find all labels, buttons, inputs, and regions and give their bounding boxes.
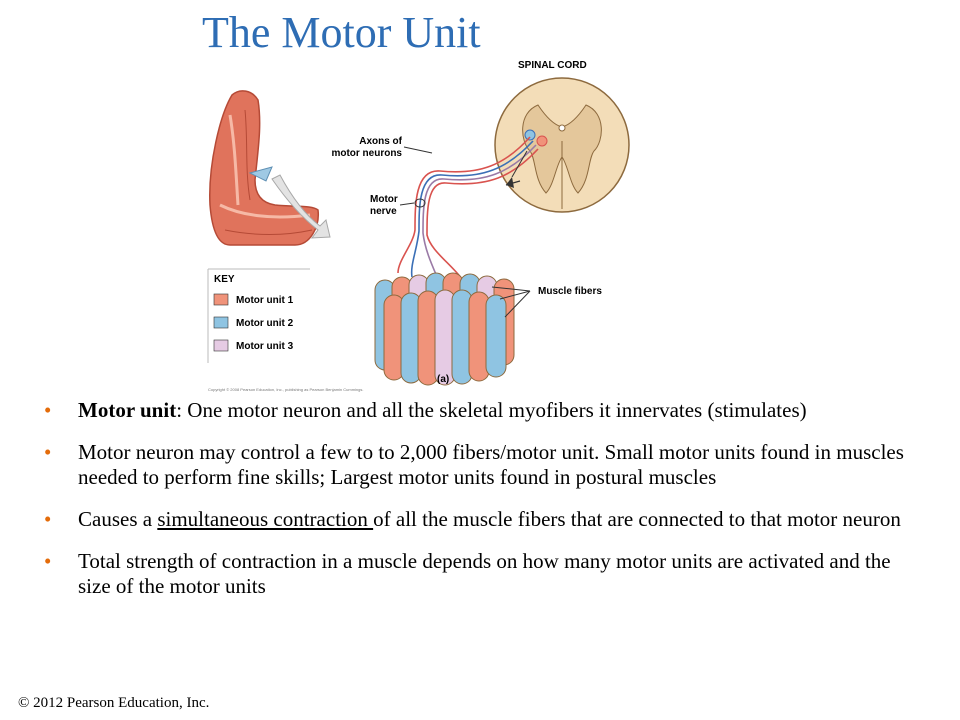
- axons-label-line2: motor neurons: [331, 148, 402, 159]
- spinal-cord-illustration: SPINAL CORD: [494, 60, 630, 213]
- key-title: KEY: [214, 274, 235, 285]
- bullet-simultaneous-contraction: Causes a simultaneous contraction of all…: [44, 507, 924, 532]
- nerve-label-line1: Motor: [370, 194, 398, 205]
- figure-key: KEY Motor unit 1 Motor unit 2 Motor unit…: [207, 268, 310, 363]
- key-label-motor-unit-2: Motor unit 2: [236, 318, 294, 329]
- arm-illustration: [209, 90, 331, 246]
- panel-label: (a): [437, 374, 449, 385]
- underlined-phrase: simultaneous contraction: [157, 507, 374, 531]
- axons-label-line1: Axons of: [359, 136, 402, 147]
- motor-unit-definition: : One motor neuron and all the skeletal …: [176, 398, 807, 422]
- spinal-cord-label: SPINAL CORD: [518, 60, 587, 71]
- copyright-footer: © 2012 Pearson Education, Inc.: [18, 695, 210, 711]
- nerve-label-line2: nerve: [370, 206, 397, 217]
- motor-unit-term: Motor unit: [78, 398, 177, 422]
- bullet-fiber-count: Motor neuron may control a few to to 2,0…: [44, 440, 924, 490]
- bullet-text-after: of all the muscle fibers that are connec…: [373, 507, 901, 531]
- key-label-motor-unit-1: Motor unit 1: [236, 295, 294, 306]
- motor-unit-figure: SPINAL CORD: [200, 55, 640, 395]
- motor-unit-illustration: SPINAL CORD: [207, 60, 630, 392]
- slide-title: The Motor Unit: [202, 8, 481, 57]
- motor-nerve-bundle: [397, 136, 539, 280]
- bullet-total-strength: Total strength of contraction in a muscl…: [44, 549, 924, 599]
- bullet-text-before: Causes a: [78, 507, 158, 531]
- muscle-fibers-label: Muscle fibers: [538, 286, 602, 297]
- key-swatch-motor-unit-2: [213, 316, 229, 329]
- figure-labels: Axons of motor neurons Motor nerve Muscl…: [331, 136, 602, 385]
- muscle-fibers-pointer: [491, 286, 531, 318]
- key-label-motor-unit-3: Motor unit 3: [236, 341, 294, 352]
- figure-credit: Copyright © 2008 Pearson Education, Inc.…: [208, 387, 363, 392]
- key-swatch-motor-unit-1: [213, 293, 229, 306]
- bullet-list: Motor unit: One motor neuron and all the…: [44, 398, 924, 616]
- bullet-motor-unit-definition: Motor unit: One motor neuron and all the…: [44, 398, 924, 423]
- muscle-fibers-illustration: [374, 272, 515, 386]
- key-swatch-motor-unit-3: [213, 339, 229, 352]
